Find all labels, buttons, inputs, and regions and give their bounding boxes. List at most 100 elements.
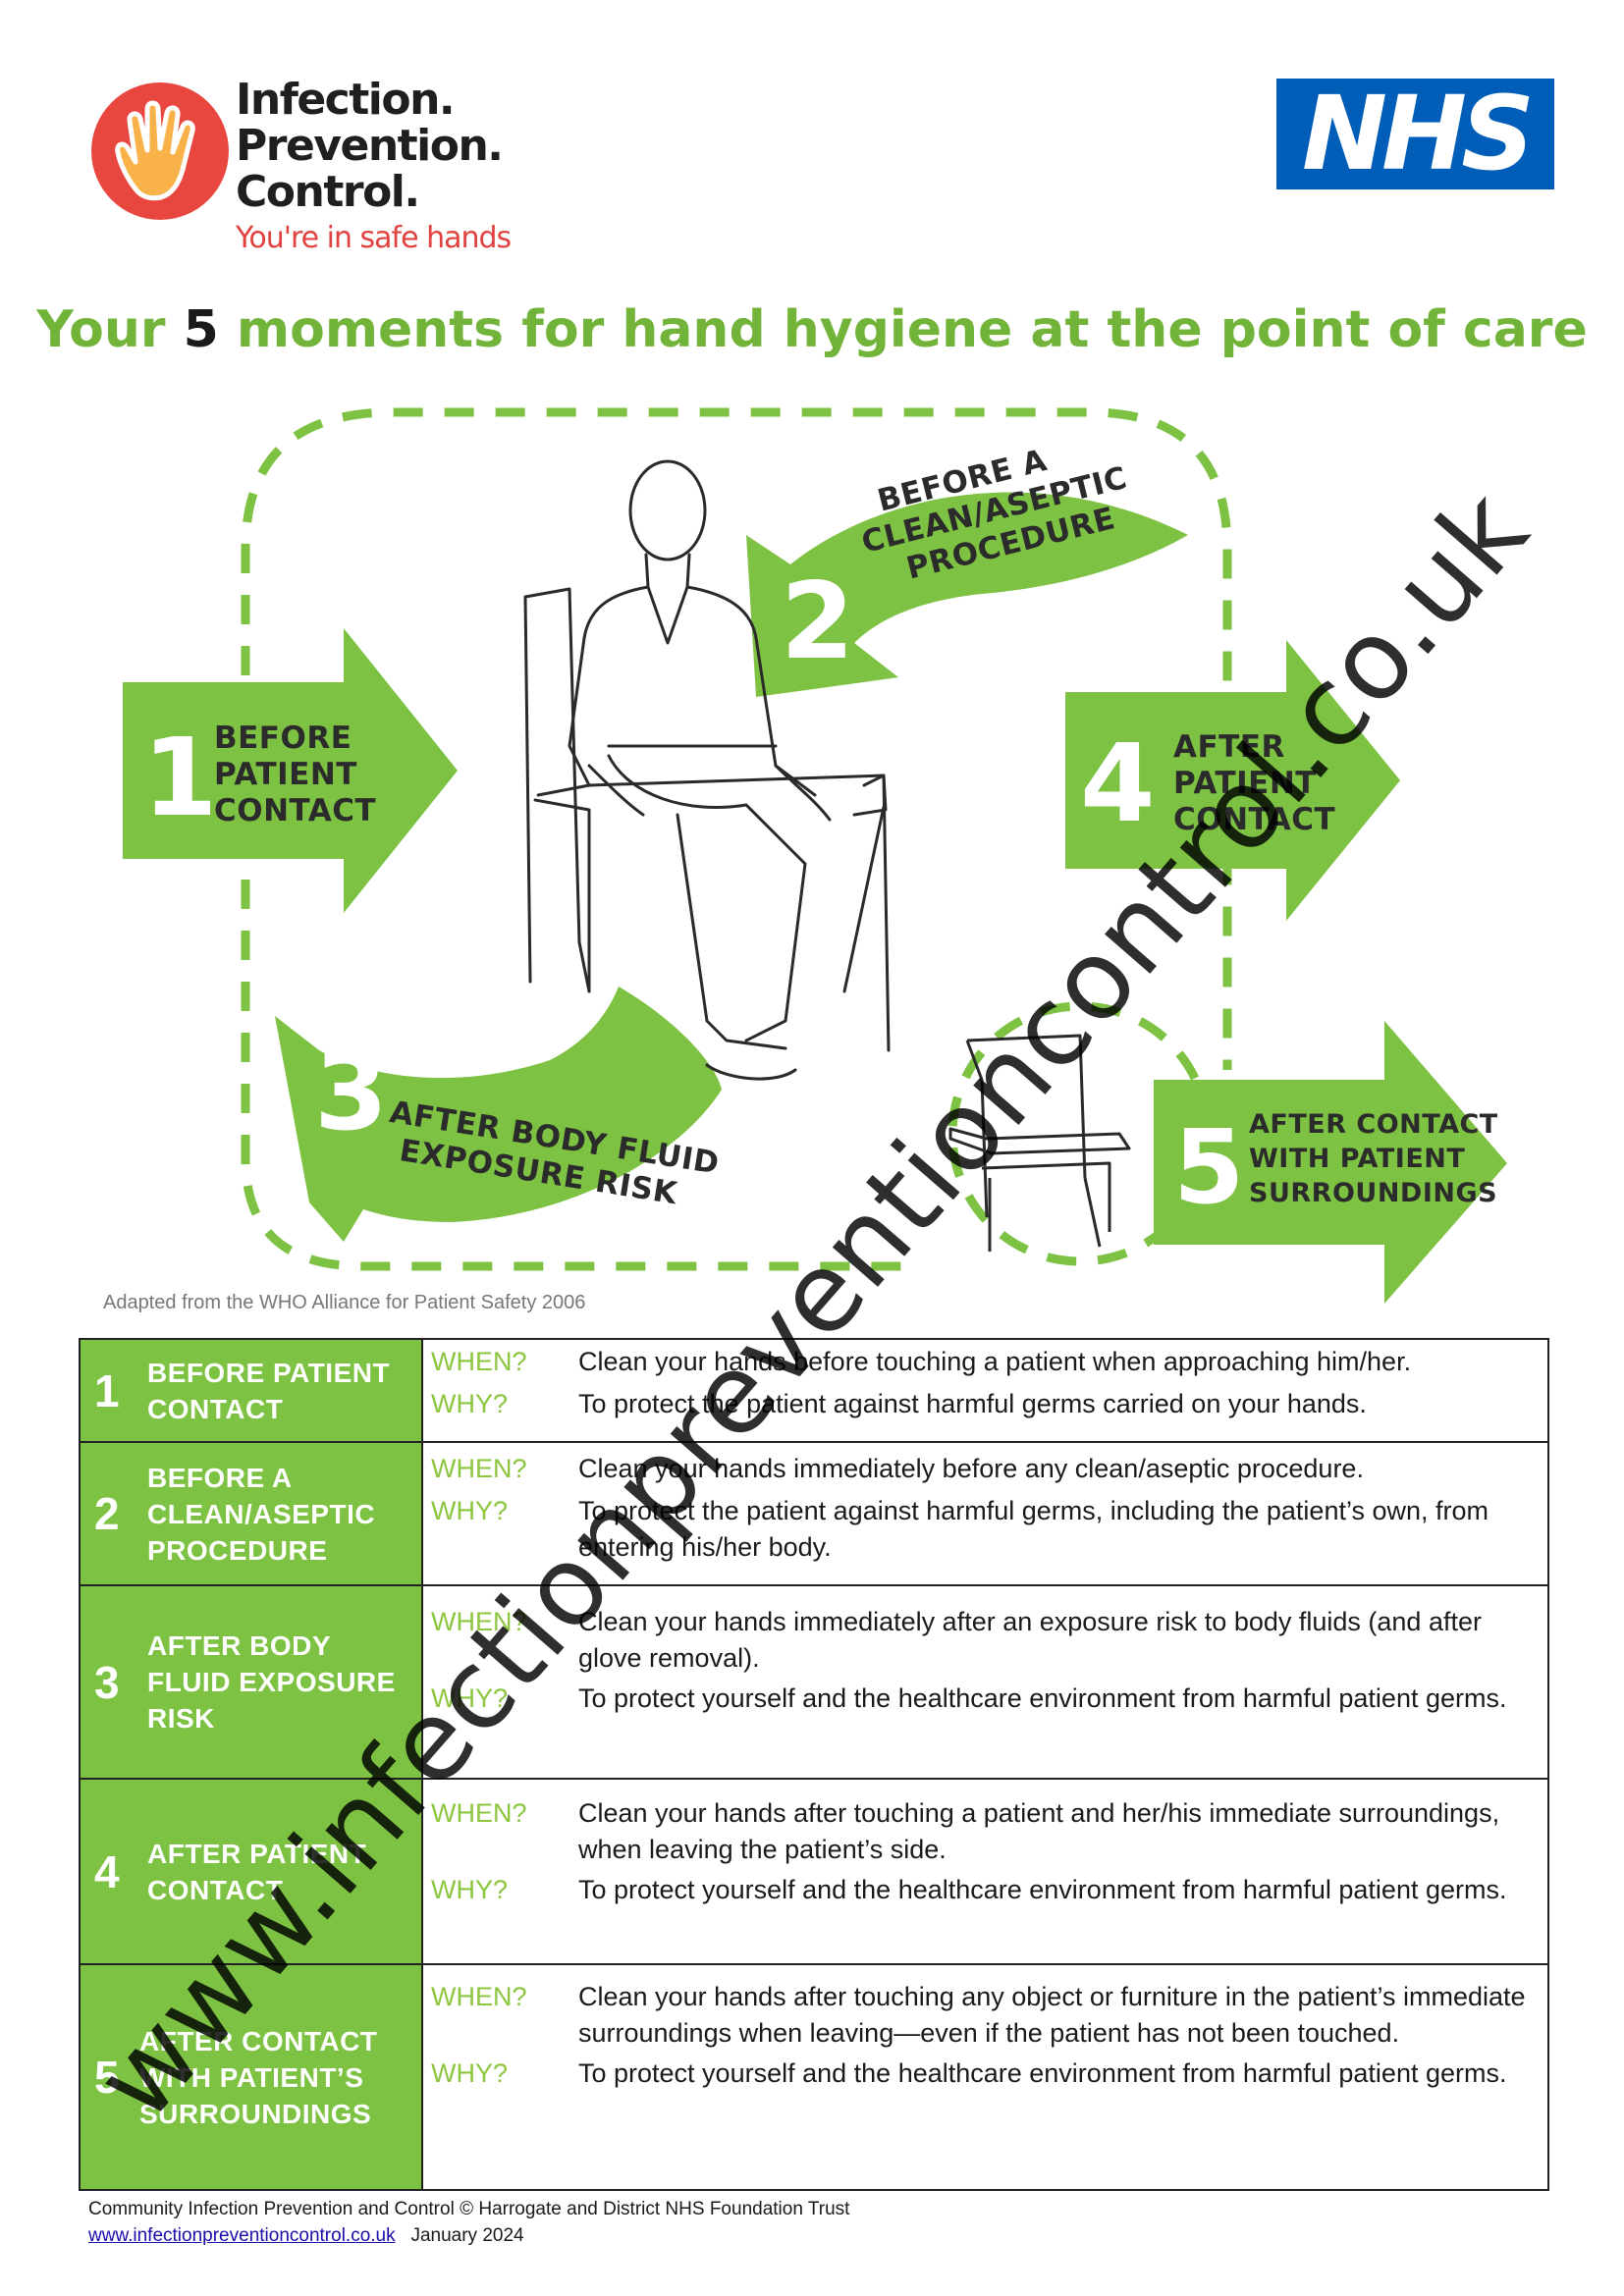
when-label: WHEN? [431,1347,527,1376]
row-3-heading: 3 AFTER BODY FLUID EXPOSURE RISK [81,1586,423,1778]
moment-4-number: 4 [1080,721,1156,846]
table-row: 2 BEFORE A CLEAN/ASEPTIC PROCEDURE WHEN?… [81,1441,1547,1584]
moment-4-arrow [1065,640,1400,921]
moment-1-arrow [123,628,458,913]
moment-5-line-2: WITH PATIENT [1249,1144,1466,1174]
row-label-line: BEFORE PATIENT [147,1357,391,1388]
patient-zone-boundary-lower [241,726,913,1271]
logo-line-2: Prevention. [236,121,504,171]
moment-5-label: AFTER CONTACT WITH PATIENT SURROUNDINGS [1249,1107,1498,1210]
row-1-details: WHEN? Clean your hands before touching a … [423,1340,1547,1441]
when-label: WHEN? [431,1798,527,1828]
footer: Community Infection Prevention and Contr… [88,2196,849,2249]
row-number: 4 [94,1845,120,1897]
when-label: WHEN? [431,1454,527,1483]
row-number: 1 [94,1364,120,1416]
row-label-line: AFTER BODY [147,1630,331,1661]
moment-4-line-3: CONTACT [1173,802,1336,837]
row-label-line: FLUID EXPOSURE [147,1667,396,1697]
moment-1-number: 1 [142,715,218,840]
row-label: BEFORE PATIENT CONTACT [147,1355,390,1427]
page-title: Your 5 moments for hand hygiene at the p… [0,300,1624,359]
footer-date: January 2024 [410,2225,524,2246]
moment-1-line-1: BEFORE [214,721,352,756]
moment-1-line-2: PATIENT [214,757,357,792]
why-text: To protect the patient against harmful g… [578,1389,1367,1418]
moment-4-line-2: PATIENT [1173,766,1317,801]
moment-2-arrow [746,492,1188,697]
row-number: 3 [94,1656,120,1708]
row-label-line: AFTER PATIENT [147,1838,367,1869]
moment-5-number: 5 [1173,1107,1244,1227]
moment-5-arrow [1154,1021,1507,1304]
row-label: BEFORE A CLEAN/ASEPTIC PROCEDURE [147,1460,375,1569]
footer-website-link[interactable]: www.infectionpreventioncontrol.co.uk [88,2225,396,2246]
row-label: AFTER BODY FLUID EXPOSURE RISK [147,1628,396,1736]
row-label-line: PROCEDURE [147,1534,328,1566]
moment-4-line-1: AFTER [1173,729,1285,765]
title-after: moments for hand hygiene at the point of… [218,300,1588,359]
moments-table: 1 BEFORE PATIENT CONTACT WHEN? Clean your… [79,1338,1549,2191]
table-row: 4 AFTER PATIENT CONTACT WHEN? Clean your … [81,1778,1547,1963]
why-text: To protect yourself and the healthcare e… [578,1683,1507,1713]
when-text: Clean your hands after touching a patien… [578,1798,1500,1864]
when-text: Clean your hands immediately before any … [578,1454,1364,1483]
moment-5-line-3: SURROUNDINGS [1249,1178,1498,1208]
row-number: 5 [94,2052,120,2103]
moment-4-label: AFTER PATIENT CONTACT [1173,729,1335,838]
row-4-details: WHEN? Clean your hands after touching a p… [423,1780,1547,1963]
row-5-heading: 5 AFTER CONTACT WITH PATIENT’S SURROUNDI… [81,1965,423,2189]
five-moments-diagram: 1 2 3 4 5 [123,407,1507,1304]
moment-5-line-1: AFTER CONTACT [1249,1109,1498,1140]
row-label-line: WITH PATIENT’S [139,2061,364,2093]
hand-logo-icon [90,81,230,221]
moment-2-number: 2 [781,561,854,683]
row-2-heading: 2 BEFORE A CLEAN/ASEPTIC PROCEDURE [81,1443,423,1584]
row-label-line: RISK [147,1703,215,1734]
table-row: 3 AFTER BODY FLUID EXPOSURE RISK WHEN? Cl… [81,1584,1547,1778]
who-credit: Adapted from the WHO Alliance for Patien… [103,1292,586,1313]
footer-copyright: Community Infection Prevention and Contr… [88,2199,850,2219]
why-text: To protect yourself and the healthcare e… [578,2058,1507,2088]
row-5-details: WHEN? Clean your hands after touching any… [423,1965,1547,2189]
row-label-line: AFTER CONTACT [139,2025,378,2056]
title-number: 5 [183,300,219,359]
row-label: AFTER PATIENT CONTACT [147,1836,366,1908]
when-text: Clean your hands immediately after an ex… [578,1607,1482,1673]
logo-line-3: Control. [236,167,420,217]
why-text: To protect the patient against harmful g… [578,1496,1489,1562]
why-label: WHY? [431,2058,509,2088]
why-text: To protect yourself and the healthcare e… [578,1875,1507,1904]
when-label: WHEN? [431,1607,527,1636]
when-text: Clean your hands before touching a patie… [578,1347,1412,1376]
logo-tagline: You're in safe hands [236,221,512,255]
why-label: WHY? [431,1389,509,1418]
nhs-logo: NHS [1276,79,1554,189]
why-label: WHY? [431,1875,509,1904]
table-row: 5 AFTER CONTACT WITH PATIENT’S SURROUNDI… [81,1963,1547,2189]
row-label: AFTER CONTACT WITH PATIENT’S SURROUNDING… [139,2023,377,2132]
row-label-line: CONTACT [147,1393,284,1424]
row-label-line: BEFORE A [147,1462,293,1493]
table-row: 1 BEFORE PATIENT CONTACT WHEN? Clean your… [81,1340,1547,1441]
title-before: Your [36,300,184,359]
why-label: WHY? [431,1683,509,1713]
why-label: WHY? [431,1496,509,1525]
moment-1-line-3: CONTACT [214,793,377,828]
when-text: Clean your hands after touching any obje… [578,1982,1526,2048]
moment-1-label: BEFORE PATIENT CONTACT [214,721,376,829]
moment-3-number: 3 [314,1032,388,1154]
row-label-line: SURROUNDINGS [139,2098,372,2129]
row-2-details: WHEN? Clean your hands immediately before… [423,1443,1547,1584]
row-3-details: WHEN? Clean your hands immediately after … [423,1586,1547,1778]
armchair-illustration [948,1034,1131,1252]
logo-wordmark: Infection. Prevention. Control. You're i… [236,77,512,255]
when-label: WHEN? [431,1982,527,2011]
row-number: 2 [94,1488,120,1539]
footer-second-line: www.infectionpreventioncontrol.co.uk Jan… [88,2222,849,2249]
row-1-heading: 1 BEFORE PATIENT CONTACT [81,1340,423,1441]
moment-3-arrow [275,987,722,1242]
row-4-heading: 4 AFTER PATIENT CONTACT [81,1780,423,1963]
row-label-line: CONTACT [147,1874,284,1905]
row-label-line: CLEAN/ASEPTIC [147,1498,376,1529]
